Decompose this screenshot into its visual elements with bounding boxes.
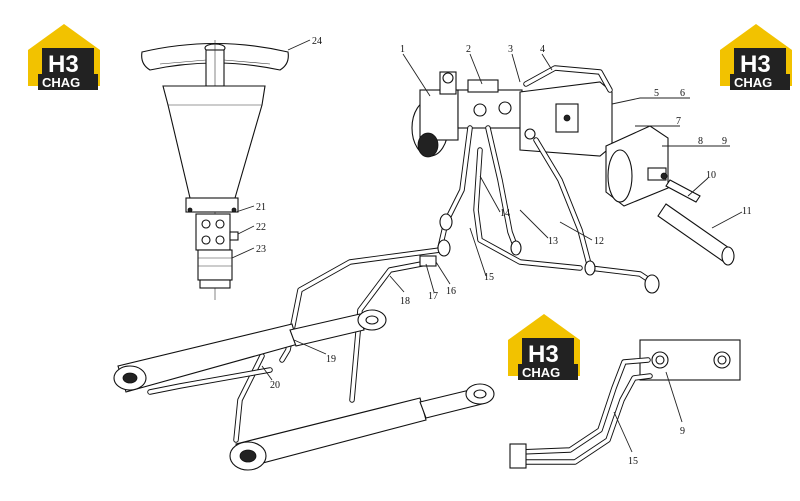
callout-14: 14: [500, 208, 510, 219]
callout-9: 9: [722, 136, 727, 147]
logo-word: CHAG: [522, 365, 560, 380]
logo-word: CHAG: [734, 75, 772, 90]
callout-5: 5: [654, 88, 659, 99]
callout-17: 17: [428, 291, 438, 302]
callout-3: 3: [508, 44, 513, 55]
callout-1: 1: [400, 44, 405, 55]
callout-4: 4: [540, 44, 545, 55]
callout-7: 7: [676, 116, 681, 127]
logo-letters: H3: [740, 51, 771, 78]
logo-top-right: H3 CHAG: [720, 24, 792, 90]
callout-16: 16: [446, 286, 456, 297]
callout-20: 20: [270, 380, 280, 391]
callout-18: 18: [400, 296, 410, 307]
callout-22: 22: [256, 222, 266, 233]
inset-callout-15: 15: [628, 456, 638, 467]
callout-21: 21: [256, 202, 266, 213]
callout-labels: 1 2 3 4 5 6 7 8 9 10 11 12 13 14 15 16 1…: [256, 36, 752, 467]
logo-top-left: H3 CHAG: [28, 24, 100, 90]
logo-center: H3 CHAG: [508, 314, 580, 380]
steering-column: [141, 40, 289, 300]
callout-13: 13: [548, 236, 558, 247]
inset-callout-9: 9: [680, 426, 685, 437]
callout-8: 8: [698, 136, 703, 147]
logo-letters: H3: [48, 51, 79, 78]
callout-10: 10: [706, 170, 716, 181]
steering-unit: [411, 71, 735, 266]
steering-cylinders: [113, 309, 495, 471]
logo-word: CHAG: [42, 75, 80, 90]
leader-lines: [231, 39, 743, 453]
inset-detail: [509, 339, 741, 469]
callout-15: 15: [484, 272, 494, 283]
hydraulic-lines: [147, 65, 660, 443]
callout-19: 19: [326, 354, 336, 365]
callout-6: 6: [680, 88, 685, 99]
callout-23: 23: [256, 244, 266, 255]
callout-11: 11: [742, 206, 752, 217]
logo-letters: H3: [528, 341, 559, 368]
callout-24: 24: [312, 36, 322, 47]
callout-12: 12: [594, 236, 604, 247]
callout-2: 2: [466, 44, 471, 55]
